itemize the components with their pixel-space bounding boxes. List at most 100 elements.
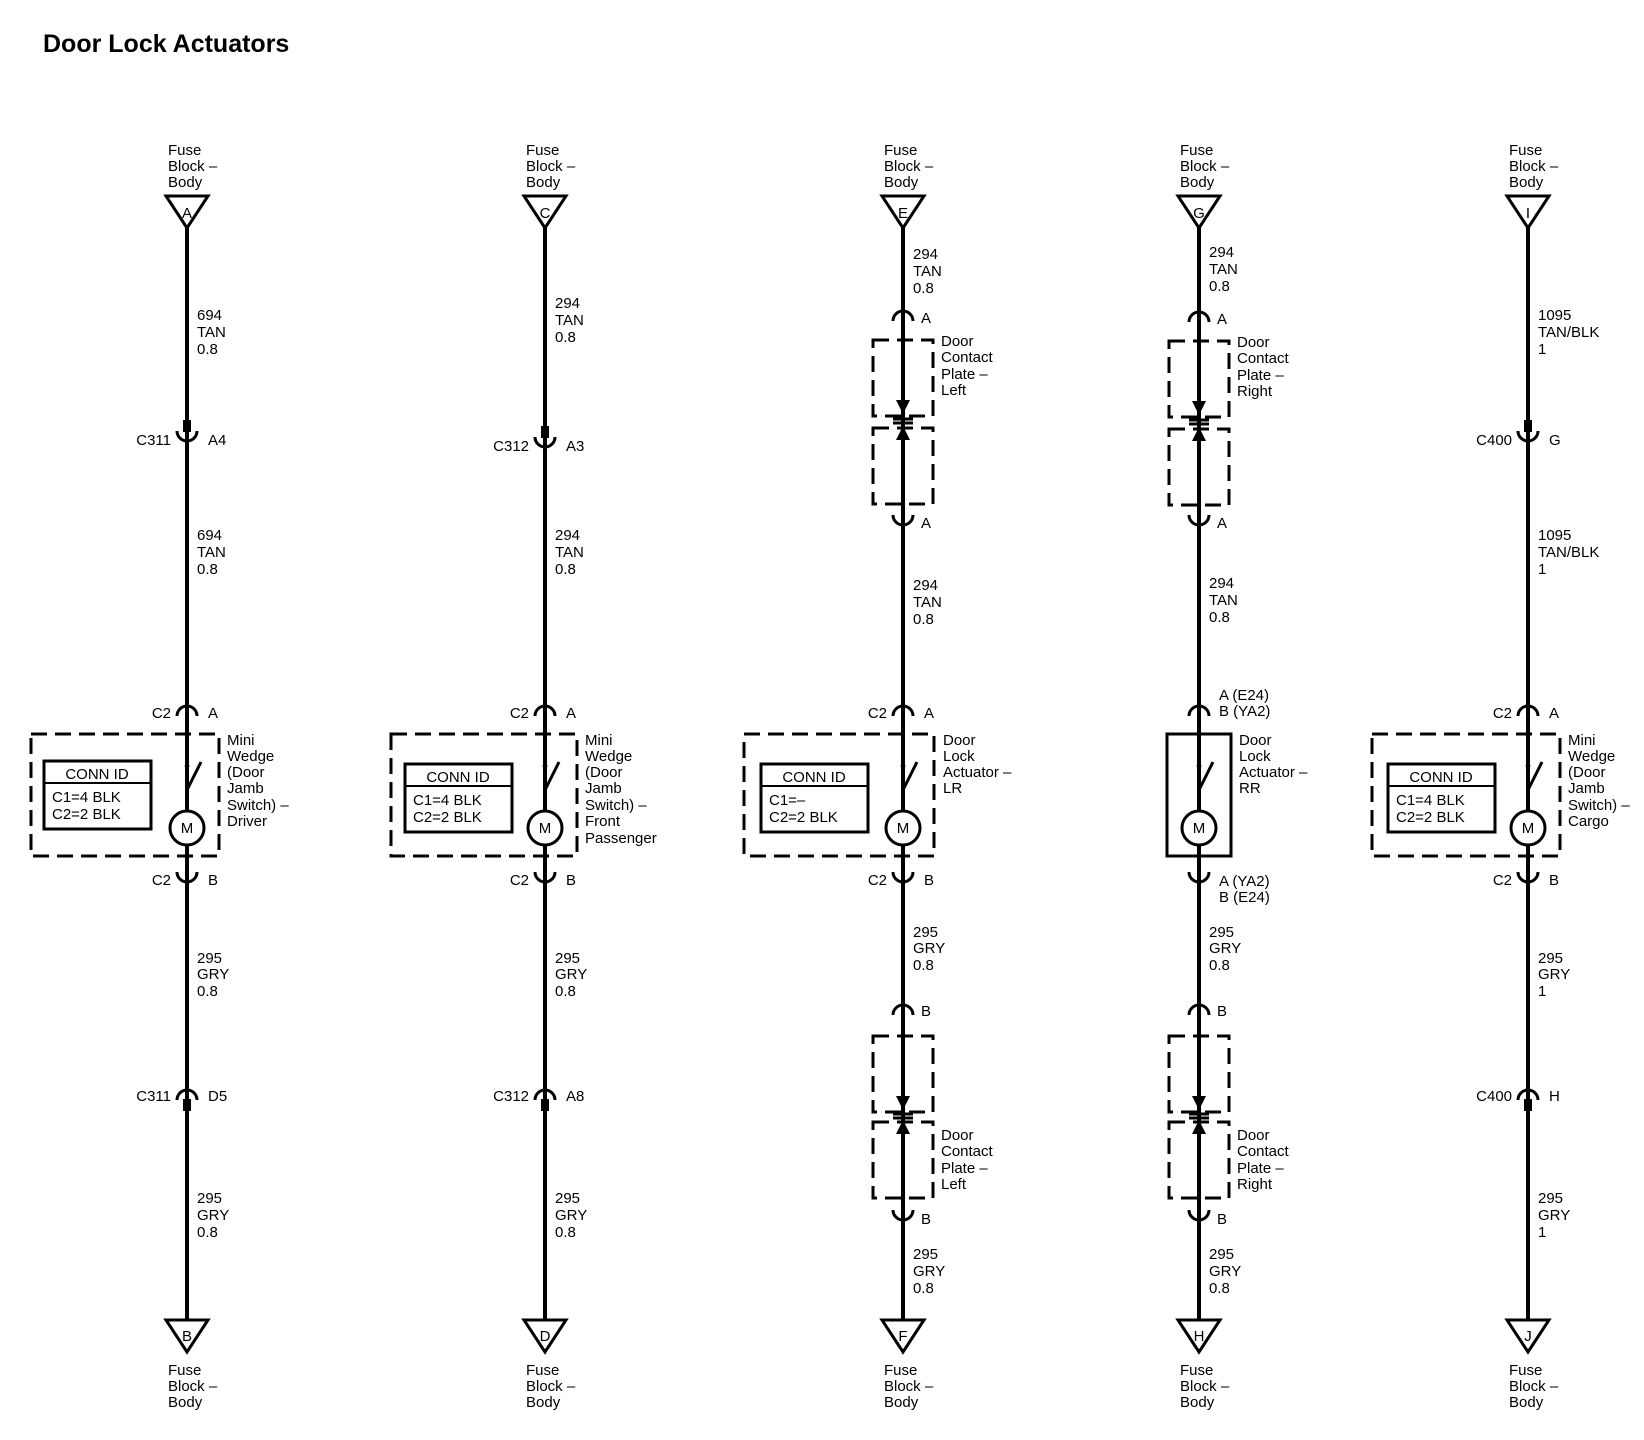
connector-name: C2 xyxy=(152,705,171,722)
wire-label: 0.8 xyxy=(913,1280,934,1297)
connector-pin-label: B (YA2) xyxy=(1219,703,1270,720)
connector-pin xyxy=(183,420,191,432)
component-box xyxy=(742,732,936,858)
connector-pin xyxy=(541,1099,549,1111)
component-connector xyxy=(1187,871,1211,884)
component-label: Switch) – xyxy=(1568,797,1630,814)
motor-label: M xyxy=(539,820,552,837)
conn-id-line: C2=2 BLK xyxy=(413,809,482,826)
arrow-down-icon xyxy=(896,400,910,414)
arrow-down-icon xyxy=(1192,401,1206,415)
connector-name: C311 xyxy=(136,432,171,449)
circuit-2: C Fuse Block – Body 294 TAN 0.8 C312 A3 … xyxy=(389,142,657,1411)
wire-label: GRY xyxy=(913,1263,945,1280)
connector-pin-label: B xyxy=(566,872,576,889)
connector-pin-label: H xyxy=(1549,1088,1560,1105)
component-label: Driver xyxy=(227,813,267,830)
connector-name: C2 xyxy=(868,872,887,889)
terminal-letter: J xyxy=(1524,1328,1532,1345)
fuse-label: Block – xyxy=(526,158,576,175)
component-label: Mini xyxy=(1568,732,1596,749)
plate-connector xyxy=(1187,1209,1211,1222)
plate-label: Right xyxy=(1237,1176,1273,1193)
connector-name: C2 xyxy=(1493,872,1512,889)
inline-connector xyxy=(1516,1088,1540,1101)
fuse-label: Fuse xyxy=(1509,142,1542,159)
connector-pin-label: B xyxy=(924,872,934,889)
terminal-letter: A xyxy=(182,205,192,222)
component-label: Door xyxy=(943,732,976,749)
connector-pin-label: A xyxy=(1217,311,1227,328)
arrow-up-icon xyxy=(1192,1120,1206,1134)
plate-label: Contact xyxy=(1237,1143,1290,1160)
component-label: Switch) – xyxy=(227,797,289,814)
switch-contact xyxy=(901,761,919,791)
fuse-block-terminal xyxy=(879,194,927,231)
wire-label: GRY xyxy=(1538,966,1570,983)
connector-name: C400 xyxy=(1476,432,1512,449)
component-connector xyxy=(175,871,199,884)
plate-label: Plate – xyxy=(941,1160,988,1177)
motor-icon xyxy=(1180,809,1218,847)
wire-label: 694 xyxy=(197,527,222,544)
wire-label: TAN/BLK xyxy=(1538,324,1599,341)
switch-marker: * xyxy=(1525,761,1531,778)
component-label: Actuator – xyxy=(1239,764,1308,781)
wire-label: 0.8 xyxy=(913,280,934,297)
conn-id-header: CONN ID xyxy=(782,769,846,786)
fuse-label: Block – xyxy=(168,158,218,175)
conn-id-line: C1=4 BLK xyxy=(413,792,482,809)
fuse-label: Body xyxy=(1509,174,1544,191)
conn-id-line: C2=2 BLK xyxy=(1396,809,1465,826)
wire-label: GRY xyxy=(1538,1207,1570,1224)
connector-pin-label: B xyxy=(1217,1003,1227,1020)
conn-id-box xyxy=(1386,762,1497,834)
motor-label: M xyxy=(181,820,194,837)
motor-label: M xyxy=(1522,820,1535,837)
wire-label: 1095 xyxy=(1538,307,1571,324)
contact-plate xyxy=(871,1034,935,1114)
wire-label: GRY xyxy=(913,940,945,957)
component-box xyxy=(29,732,221,858)
connector-pin xyxy=(1524,420,1532,432)
fuse-label: Fuse xyxy=(168,1362,201,1379)
component-label: (Door xyxy=(227,764,265,781)
wire-label: TAN xyxy=(1209,592,1238,609)
arrow-up-icon xyxy=(1192,427,1206,441)
component-connector xyxy=(533,704,557,717)
motor-icon xyxy=(168,809,206,847)
switch-marker: * xyxy=(1196,761,1202,778)
conn-id-box xyxy=(42,759,153,831)
motor-label: M xyxy=(1193,820,1206,837)
fuse-label: Fuse xyxy=(168,142,201,159)
conn-id-box xyxy=(759,762,870,834)
fuse-block-terminal xyxy=(1504,1318,1552,1355)
plate-label: Contact xyxy=(941,1143,994,1160)
wire-label: 0.8 xyxy=(1209,957,1230,974)
plate-connector xyxy=(891,1003,915,1016)
arrow-up-icon xyxy=(896,1120,910,1134)
wire-label: 295 xyxy=(197,950,222,967)
plate-connector xyxy=(1187,514,1211,527)
switch-contact xyxy=(543,761,561,791)
conn-id-line: C1=– xyxy=(769,792,806,809)
wire-label: TAN/BLK xyxy=(1538,544,1599,561)
component-label: Switch) – xyxy=(585,797,647,814)
component-connector xyxy=(1516,871,1540,884)
conn-id-box xyxy=(403,762,514,834)
plate-label: Door xyxy=(1237,1127,1270,1144)
terminal-letter: C xyxy=(540,205,551,222)
wire-label: TAN xyxy=(913,263,942,280)
wire-label: GRY xyxy=(555,966,587,983)
connector-pin-label: B (E24) xyxy=(1219,889,1270,906)
fuse-block-terminal xyxy=(1175,1318,1223,1355)
fuse-label: Block – xyxy=(884,158,934,175)
connector-pin-label: A xyxy=(1217,515,1227,532)
component-label: Jamb xyxy=(1568,780,1605,797)
wire-label: 294 xyxy=(913,577,938,594)
component-connector xyxy=(891,871,915,884)
component-connector xyxy=(1516,704,1540,717)
inline-connector xyxy=(533,1088,557,1101)
fuse-label: Block – xyxy=(168,1378,218,1395)
fuse-label: Body xyxy=(884,1394,919,1411)
